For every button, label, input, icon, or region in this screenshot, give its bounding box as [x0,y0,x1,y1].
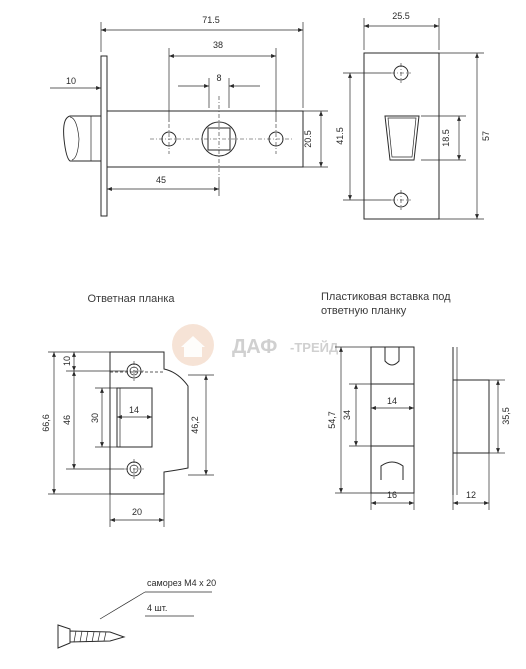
front-faceplate [363,52,440,220]
lock-front-view: 25.5 41.5 57 18.5 [335,11,491,220]
dim-overall-length: 71.5 [202,15,220,25]
dim-hole-distance: 38 [213,40,223,50]
dim-backset: 45 [156,175,166,185]
front-latch [384,115,420,161]
faceplate [100,55,108,217]
insert-inner [370,383,415,447]
plastic-insert-side: 35,5 12 [452,347,511,510]
dim-front-hole-spacing: 41.5 [335,127,345,145]
insert-side-body [452,379,490,454]
plastic-insert-front: 54,7 34 14 16 [327,346,415,510]
insert-top-slot [384,347,400,366]
dim-insert-inner-width: 14 [387,396,397,406]
dim-strike-height: 66,6 [41,414,51,432]
strike-plate: 66,6 10 46 30 14 46,2 20 [41,351,214,527]
dim-strike-window-height: 30 [90,413,100,423]
dim-insert-side-height: 35,5 [501,407,511,425]
lock-side-view: 71.5 38 8 10 45 20.5 [50,15,328,217]
dim-spindle-square: 8 [216,73,221,83]
dim-strike-width: 20 [132,507,142,517]
dim-body-height: 20.5 [303,130,313,148]
strike-plate-caption: Ответная планка [87,293,175,305]
watermark-suffix: -ТРЕЙД [290,340,339,355]
dim-faceplate-thickness: 10 [66,76,76,86]
brand-watermark: ДАФ -ТРЕЙД [172,324,339,366]
dim-front-width: 25.5 [392,11,410,21]
dim-front-height: 57 [481,131,491,141]
dim-insert-depth: 12 [466,490,476,500]
watermark-brand: ДАФ [232,336,277,358]
screw-quantity: 4 шт. [147,603,167,613]
screw-shank [69,630,126,643]
dim-strike-top-offset: 10 [62,356,72,366]
screw-drawing: саморез М4 х 20 4 шт. [57,578,216,649]
latch-bolt [63,115,102,162]
dim-insert-inner-height: 34 [342,410,352,420]
screw-head [57,624,71,649]
dim-strike-hole-spacing: 46 [62,415,72,425]
insert-outer [370,346,415,494]
strike-plate-outline [109,351,189,495]
dim-strike-lip-height: 46,2 [190,416,200,434]
lock-body [106,110,304,168]
dim-insert-width: 16 [387,490,397,500]
strike-window [116,387,153,448]
plastic-insert-caption-2: ответную планку [321,305,407,317]
dim-insert-outer-height: 54,7 [327,411,337,429]
plastic-insert-caption-1: Пластиковая вставка под [321,291,451,303]
dim-strike-window-width: 14 [129,405,139,415]
screw-label: саморез М4 х 20 [147,578,216,588]
dim-latch-height: 18.5 [441,129,451,147]
insert-bottom-slot [380,461,404,480]
